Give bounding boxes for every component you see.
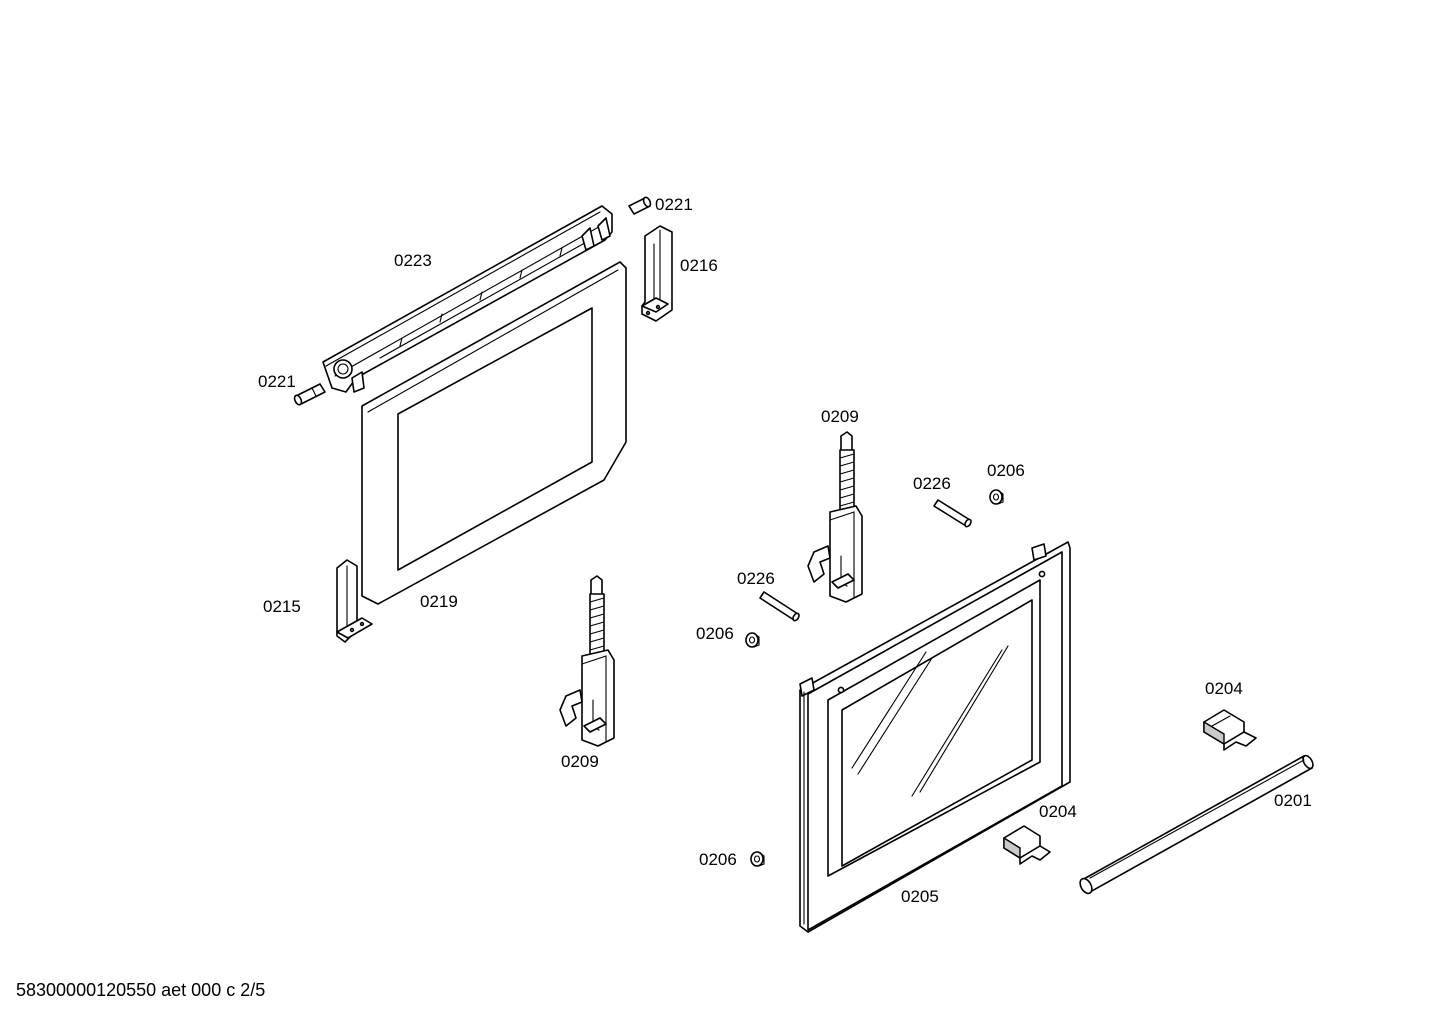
label-0221-top: 0221 (655, 195, 693, 214)
part-0209-hinge-left[interactable] (559, 575, 615, 747)
part-0226-rod-lower[interactable] (759, 591, 800, 622)
label-0204-right: 0204 (1205, 679, 1243, 698)
part-0221-pin-top[interactable] (628, 196, 652, 215)
label-0226-upper: 0226 (913, 474, 951, 493)
part-0219-inner-glass[interactable] (361, 261, 627, 605)
label-0204-lower: 0204 (1039, 802, 1077, 821)
part-0215-bracket-left[interactable] (336, 559, 373, 643)
part-0206-washer-upper[interactable] (989, 489, 1004, 505)
label-0206-mid: 0206 (696, 624, 734, 643)
part-0221-pin-left[interactable] (293, 383, 326, 406)
part-0226-rod-upper[interactable] (933, 499, 972, 528)
label-0201: 0201 (1274, 791, 1312, 810)
drawing-reference-code: 58300000120550 aet 000 c 2/5 (16, 980, 266, 1000)
label-0216: 0216 (680, 256, 718, 275)
label-0226-lower: 0226 (737, 569, 775, 588)
part-0205-outer-door[interactable] (799, 541, 1071, 933)
label-0209-left: 0209 (561, 752, 599, 771)
part-0204-clip-right[interactable] (1203, 709, 1257, 751)
label-0206-upper: 0206 (987, 461, 1025, 480)
part-0209-hinge-right[interactable] (807, 431, 863, 603)
part-0204-clip-lower[interactable] (1003, 825, 1051, 865)
part-0206-washer-lower[interactable] (750, 851, 765, 867)
part-0216-bracket-right[interactable] (641, 225, 673, 322)
label-0206-lower: 0206 (699, 850, 737, 869)
label-0219: 0219 (420, 592, 458, 611)
label-0209-right: 0209 (821, 407, 859, 426)
part-0223-door-top-frame[interactable] (322, 205, 613, 393)
label-0205: 0205 (901, 887, 939, 906)
label-0215: 0215 (263, 597, 301, 616)
part-0201-handle-bar[interactable] (1078, 754, 1315, 895)
label-0221-left: 0221 (258, 372, 296, 391)
part-0206-washer-mid[interactable] (745, 632, 760, 648)
label-0223: 0223 (394, 251, 432, 270)
